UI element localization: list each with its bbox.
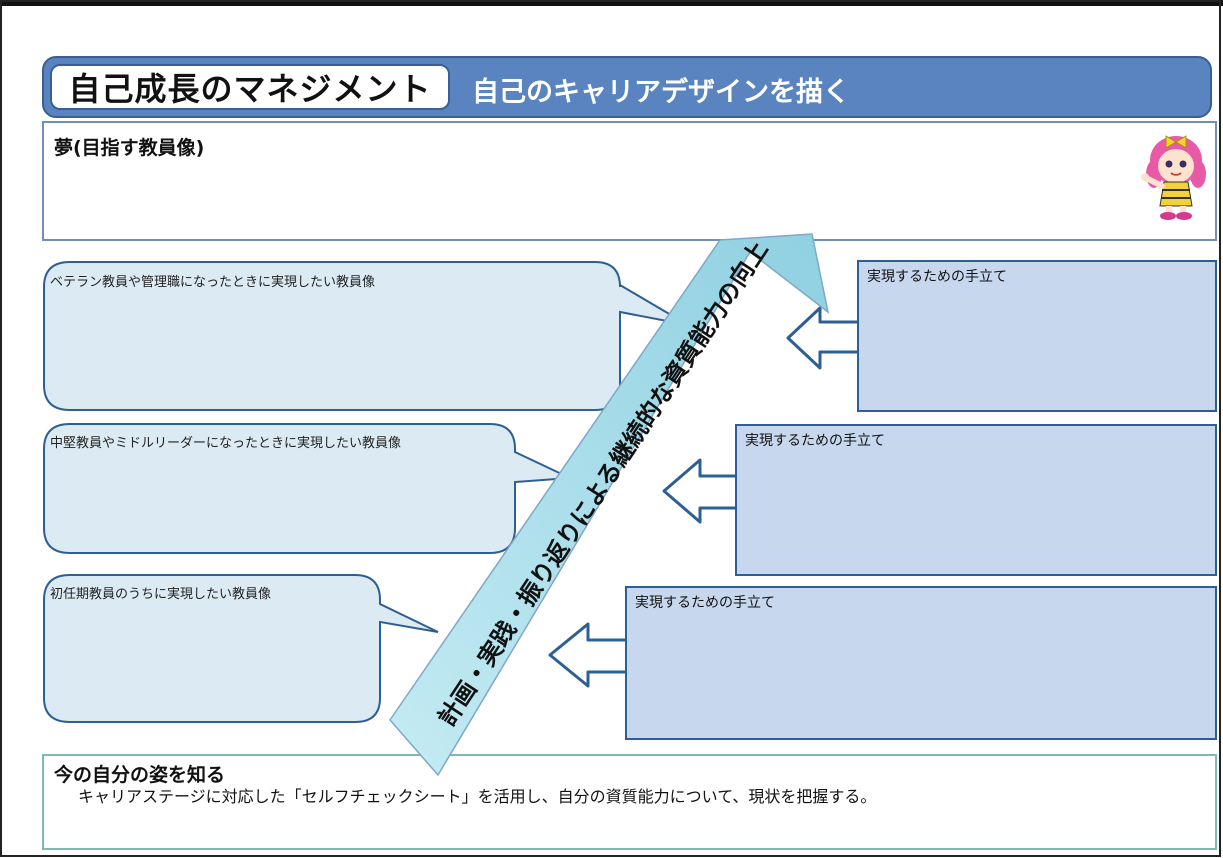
bubble-veteran-label: ベテラン教員や管理職になったときに実現したい教員像 bbox=[50, 275, 376, 290]
page-header: 自己成長のマネジメント 自己のキャリアデザインを描く bbox=[42, 56, 1212, 118]
bubble-early[interactable] bbox=[43, 574, 439, 723]
page-title: 自己成長のマネジメント bbox=[68, 70, 432, 108]
plan-label: 実現するための手立て bbox=[867, 269, 1007, 285]
bubble-midcareer[interactable] bbox=[43, 423, 574, 554]
bubble-midcareer-label: 中堅教員やミドルリーダーになったときに実現したい教員像 bbox=[50, 436, 402, 451]
current-self-box[interactable]: 今の自分の姿を知る キャリアステージに対応した「セルフチェックシート」を活用し、… bbox=[42, 754, 1217, 850]
page-subtitle: 自己のキャリアデザインを描く bbox=[472, 77, 850, 108]
left-arrow-icon bbox=[786, 306, 857, 370]
plan-label: 実現するための手立て bbox=[635, 595, 775, 611]
bubble-veteran[interactable] bbox=[43, 261, 689, 411]
left-arrow-icon bbox=[548, 622, 625, 688]
plan-box-midcareer[interactable]: 実現するための手立て bbox=[735, 424, 1217, 576]
plan-box-veteran[interactable]: 実現するための手立て bbox=[857, 260, 1217, 412]
current-self-title: 今の自分の姿を知る bbox=[54, 764, 226, 786]
bubble-early-label: 初任期教員のうちに実現したい教員像 bbox=[50, 587, 272, 602]
current-self-description: キャリアステージに対応した「セルフチェックシート」を活用し、自分の資質能力につい… bbox=[78, 787, 877, 806]
growth-arrow-icon bbox=[389, 233, 830, 777]
top-border bbox=[0, 0, 1223, 6]
plan-label: 実現するための手立て bbox=[745, 433, 885, 449]
dream-label: 夢(目指す教員像) bbox=[54, 137, 205, 159]
growth-arrow-text: 計画・実践・振り返りによる継続的な資質能力の向上 bbox=[433, 236, 774, 731]
header-title-box: 自己成長のマネジメント bbox=[50, 64, 450, 110]
dream-box[interactable]: 夢(目指す教員像) bbox=[42, 121, 1217, 241]
left-arrow-icon bbox=[662, 458, 735, 524]
plan-box-early[interactable]: 実現するための手立て bbox=[625, 586, 1217, 740]
